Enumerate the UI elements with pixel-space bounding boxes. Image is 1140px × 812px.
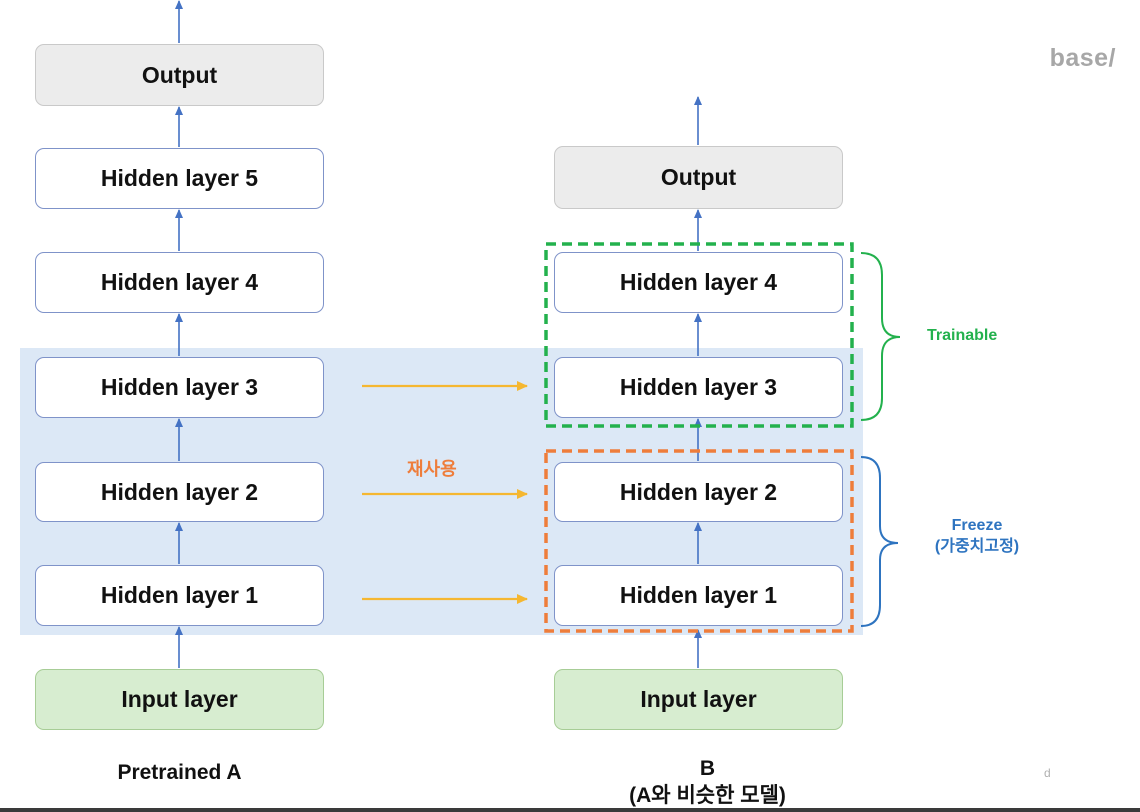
bottom-border: [0, 808, 1140, 812]
caption-model-b-description: (A와 비슷한 모델): [629, 784, 786, 807]
a-hidden-layer-4: Hidden layer 4: [35, 252, 324, 313]
freeze-label: Freeze (가중치고정): [921, 515, 1033, 557]
a-hidden-layer-3: Hidden layer 3: [35, 357, 324, 418]
caption-model-b-name: B: [699, 757, 716, 780]
freeze-label-subtitle: (가중치고정): [934, 538, 1020, 555]
trainable-brace: [860, 252, 901, 421]
a-output-layer: Output: [35, 44, 324, 106]
trainable-group-box: [544, 242, 854, 428]
a-hidden-layer-5: Hidden layer 5: [35, 148, 324, 209]
freeze-group-box: [544, 449, 854, 633]
caption-pretrained-a: Pretrained A: [117, 761, 242, 784]
corner-mark: d: [1044, 766, 1051, 780]
b-output-layer: Output: [554, 146, 843, 209]
trainable-label: Trainable: [927, 327, 998, 344]
freeze-brace: [860, 456, 899, 627]
a-hidden-layer-2: Hidden layer 2: [35, 462, 324, 522]
b-hidden-layer-3: Hidden layer 3: [554, 357, 843, 418]
reuse-label: 재사용: [407, 459, 457, 479]
a-input-layer: Input layer: [35, 669, 324, 730]
b-hidden-layer-4: Hidden layer 4: [554, 252, 843, 313]
b-input-layer: Input layer: [554, 669, 843, 730]
brand-logo: base/: [1049, 44, 1116, 72]
a-hidden-layer-1: Hidden layer 1: [35, 565, 324, 626]
freeze-label-title: Freeze: [951, 517, 1003, 534]
caption-model-b: B (A와 비슷한 모델): [554, 755, 861, 809]
b-hidden-layer-2: Hidden layer 2: [554, 462, 843, 522]
b-hidden-layer-1: Hidden layer 1: [554, 565, 843, 626]
